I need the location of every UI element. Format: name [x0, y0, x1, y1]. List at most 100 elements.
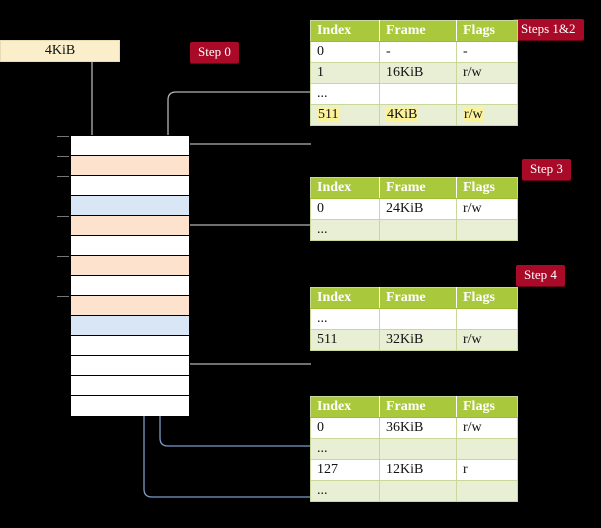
memory-frame-row	[71, 376, 189, 396]
table-cell: 1	[310, 62, 380, 84]
table-cell: ...	[310, 83, 380, 105]
memory-frame-row	[71, 236, 189, 256]
table-cell: ...	[310, 480, 380, 502]
memory-frame-row	[57, 156, 189, 176]
memory-tick-mark	[57, 296, 69, 297]
table-row: ...	[310, 219, 518, 241]
table-cell: ...	[310, 219, 380, 241]
memory-frame-row	[57, 296, 189, 316]
table-cell: r/w	[456, 104, 518, 126]
wire-step3	[174, 224, 311, 277]
highlighted-value: 511	[317, 107, 340, 122]
memory-tick-mark	[57, 256, 69, 257]
wire-l0-to-mem	[174, 143, 311, 237]
memory-tick-mark	[57, 156, 69, 157]
memory-frame-row	[57, 256, 189, 276]
table-row: 511 4KiB r/w	[310, 104, 518, 126]
table-cell: ...	[310, 438, 380, 460]
table-cell	[379, 219, 457, 241]
badge-steps-1-2: Steps 1&2	[513, 19, 584, 40]
table-cell: r/w	[456, 62, 518, 84]
table-cell: ...	[310, 308, 380, 330]
memory-frame-row	[57, 176, 189, 196]
table-row: ...	[310, 83, 518, 105]
column-header-index: Index	[310, 287, 380, 309]
table-cell: 24KiB	[379, 198, 457, 220]
column-header-flags: Flags	[456, 396, 518, 418]
source-frame-label: 4KiB	[44, 43, 76, 58]
highlighted-value: 4KiB	[386, 107, 419, 122]
table-cell: 4KiB	[379, 104, 457, 126]
memory-tick-mark	[57, 136, 69, 137]
column-header-flags: Flags	[456, 20, 518, 42]
physical-memory-column	[57, 135, 190, 416]
memory-frame-row	[71, 276, 189, 296]
table-cell: 511	[310, 104, 380, 126]
table-cell: r/w	[456, 417, 518, 439]
table-cell: 0	[310, 41, 380, 63]
badge-step-4: Step 4	[516, 265, 565, 286]
table-cell: -	[456, 41, 518, 63]
table-cell	[456, 308, 518, 330]
column-header-flags: Flags	[456, 177, 518, 199]
table-cell: r	[456, 459, 518, 481]
table-cell: 12KiB	[379, 459, 457, 481]
column-header-frame: Frame	[379, 396, 457, 418]
column-header-frame: Frame	[379, 287, 457, 309]
memory-frame-row	[57, 216, 189, 236]
table-cell	[379, 438, 457, 460]
memory-frame-row	[71, 356, 189, 376]
table-cell: 0	[310, 417, 380, 439]
column-header-frame: Frame	[379, 20, 457, 42]
highlighted-value: r/w	[463, 107, 484, 122]
table-cell: 0	[310, 198, 380, 220]
memory-tick-mark	[57, 176, 69, 177]
table-cell: r/w	[456, 198, 518, 220]
table-cell	[456, 480, 518, 502]
memory-tick-mark	[57, 216, 69, 217]
table-row: 0--	[310, 41, 518, 63]
wire-l2-to-mem	[176, 307, 311, 365]
table-row: ...	[310, 438, 518, 460]
badge-step-0: Step 0	[190, 42, 239, 63]
memory-frame-row	[57, 136, 189, 156]
table-cell	[456, 438, 518, 460]
memory-frame-row	[71, 336, 189, 356]
table-cell: r/w	[456, 329, 518, 351]
table-row: ...	[310, 308, 518, 330]
memory-frame-row	[71, 396, 189, 416]
table-cell: 36KiB	[379, 417, 457, 439]
badge-step-3: Step 3	[522, 159, 571, 180]
table-cell	[379, 83, 457, 105]
table-cell: 511	[310, 329, 380, 351]
table-cell	[379, 480, 457, 502]
memory-frame-row	[71, 316, 189, 336]
table-cell: 32KiB	[379, 329, 457, 351]
column-header-frame: Frame	[379, 177, 457, 199]
table-cell	[456, 83, 518, 105]
memory-frame-row	[71, 196, 189, 216]
table-cell: -	[379, 41, 457, 63]
column-header-index: Index	[310, 177, 380, 199]
source-frame-box: 4KiB	[0, 40, 120, 62]
table-cell	[379, 308, 457, 330]
table-cell: 127	[310, 459, 380, 481]
table-row: ...	[310, 480, 518, 502]
table-cell	[456, 219, 518, 241]
column-header-index: Index	[310, 396, 380, 418]
table-cell: 16KiB	[379, 62, 457, 84]
